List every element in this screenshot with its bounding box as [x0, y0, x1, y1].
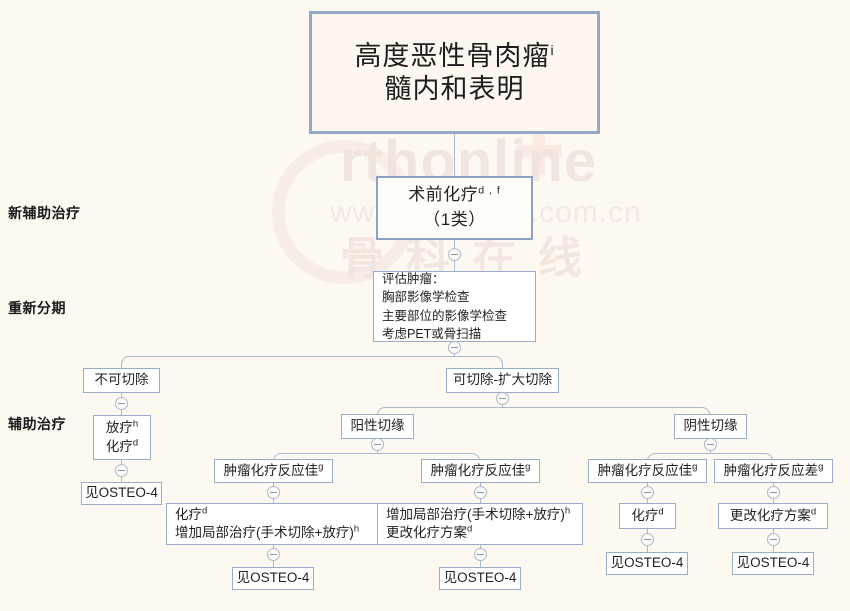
node-preoperative-chemotherapy[interactable]: 术前化疗d , f （1类）	[376, 176, 533, 240]
node-negative-margin-label: 阴性切缘	[683, 418, 738, 434]
node-see-osteo-4-5-label: 见OSTEO-4	[736, 555, 810, 571]
connector-branch-positive-margin	[377, 407, 503, 420]
node-resectable-wide-excision[interactable]: 可切除-扩大切除	[446, 368, 559, 393]
node-restaging-assessment[interactable]: 评估肿瘤： 胸部影像学检查 主要部位的影像学检查 考虑PET或骨扫描	[373, 271, 536, 342]
node-preop-line1: 术前化疗d , f	[408, 184, 501, 205]
node-treata-line2: 增加局部治疗(手术切除+放疗)h	[175, 523, 360, 540]
node-radiotherapy-chemotherapy[interactable]: 放疗h 化疗d	[93, 415, 151, 460]
node-see-osteo-4-2-label: 见OSTEO-4	[236, 570, 310, 586]
connector-branch-negative-margin	[502, 407, 710, 420]
node-rtchemo-line1: 放疗h	[105, 418, 139, 436]
node-see-osteo-4-3-label: 见OSTEO-4	[443, 570, 517, 586]
node-unresectable-label: 不可切除	[94, 372, 149, 388]
node-rtchemo-line2: 化疗d	[105, 437, 139, 454]
stage-label-neoadjuvant: 新辅助治疗	[8, 205, 81, 221]
toggle-poor-response-4[interactable]	[767, 486, 780, 499]
toggle-restage-split[interactable]	[448, 341, 461, 354]
node-treatment-chemotherapy[interactable]: 化疗d	[619, 503, 676, 529]
node-poor-response-4[interactable]: 肿瘤化疗反应差g	[714, 459, 833, 483]
node-positive-margin[interactable]: 阳性切缘	[341, 414, 414, 439]
node-positive-margin-label: 阳性切缘	[350, 418, 405, 434]
node-treatment-switch-regimen[interactable]: 更改化疗方案d	[718, 503, 828, 529]
node-treatment-chemo-plus-local[interactable]: 化疗d 增加局部治疗(手术切除+放疗)h	[166, 503, 394, 545]
stage-label-adjuvant: 辅助治疗	[8, 416, 66, 432]
connector-branch-right-resectable	[454, 356, 503, 369]
node-see-osteo-4-4-label: 见OSTEO-4	[610, 555, 684, 571]
node-good-response-3[interactable]: 肿瘤化疗反应佳g	[588, 459, 707, 483]
node-restage-line1: 评估肿瘤：	[382, 272, 445, 287]
node-poor-response-4-label: 肿瘤化疗反应差g	[723, 461, 824, 478]
toggle-treatment-c[interactable]	[641, 533, 654, 546]
node-treatc-label: 化疗d	[631, 506, 664, 523]
node-treatb-line2: 更改化疗方案d	[386, 523, 473, 540]
toggle-unresectable[interactable]	[115, 397, 128, 410]
node-title-diagnosis[interactable]: 高度恶性骨肉瘤i 髓内和表明	[309, 11, 600, 134]
toggle-negative-margin-split[interactable]	[704, 438, 717, 451]
node-restage-line3: 主要部位的影像学检查	[382, 308, 508, 323]
node-negative-margin[interactable]: 阴性切缘	[674, 414, 747, 439]
toggle-preop-to-restage[interactable]	[448, 248, 461, 261]
node-treatd-label: 更改化疗方案d	[729, 506, 817, 523]
toggle-good-response-2[interactable]	[474, 486, 487, 499]
node-restage-line2: 胸部影像学检查	[382, 290, 470, 305]
toggle-resectable-split[interactable]	[496, 392, 509, 405]
node-good-response-1[interactable]: 肿瘤化疗反应佳g	[214, 459, 333, 483]
node-treata-line1: 化疗d	[175, 505, 208, 522]
toggle-treatment-a[interactable]	[267, 548, 280, 561]
node-title-line2: 髓内和表明	[384, 73, 525, 104]
watermark-cross-icon	[516, 128, 562, 174]
toggle-good-response-3[interactable]	[641, 486, 654, 499]
node-see-osteo-4-4[interactable]: 见OSTEO-4	[606, 552, 688, 575]
node-resectable-label: 可切除-扩大切除	[453, 372, 552, 388]
connector-branch-left-unresectable	[121, 356, 455, 369]
node-title-line1: 高度恶性骨肉瘤i	[354, 40, 555, 71]
toggle-good-response-1[interactable]	[267, 486, 280, 499]
node-see-osteo-4-2[interactable]: 见OSTEO-4	[232, 567, 314, 590]
node-treatment-local-plus-switch[interactable]: 增加局部治疗(手术切除+放疗)h 更改化疗方案d	[377, 503, 583, 545]
node-see-osteo-4-1[interactable]: 见OSTEO-4	[81, 482, 162, 505]
toggle-treatment-b[interactable]	[474, 548, 487, 561]
connector-title-to-preop	[454, 134, 455, 176]
node-good-response-3-label: 肿瘤化疗反应佳g	[597, 461, 698, 478]
toggle-treatment-d[interactable]	[767, 533, 780, 546]
node-see-osteo-4-5[interactable]: 见OSTEO-4	[732, 552, 814, 575]
toggle-positive-margin-split[interactable]	[371, 438, 384, 451]
node-treatb-line1: 增加局部治疗(手术切除+放疗)h	[386, 505, 571, 522]
stage-label-restaging: 重新分期	[8, 300, 66, 316]
node-good-response-2[interactable]: 肿瘤化疗反应佳g	[421, 459, 540, 483]
node-good-response-2-label: 肿瘤化疗反应佳g	[430, 461, 531, 478]
node-see-osteo-4-3[interactable]: 见OSTEO-4	[439, 567, 521, 590]
node-unresectable[interactable]: 不可切除	[83, 368, 160, 393]
toggle-rtchemo[interactable]	[115, 464, 128, 477]
node-restage-line4: 考虑PET或骨扫描	[382, 326, 482, 341]
node-good-response-1-label: 肿瘤化疗反应佳g	[223, 461, 324, 478]
node-see-osteo-4-1-label: 见OSTEO-4	[85, 485, 158, 501]
node-preop-line2: （1类）	[423, 210, 486, 229]
